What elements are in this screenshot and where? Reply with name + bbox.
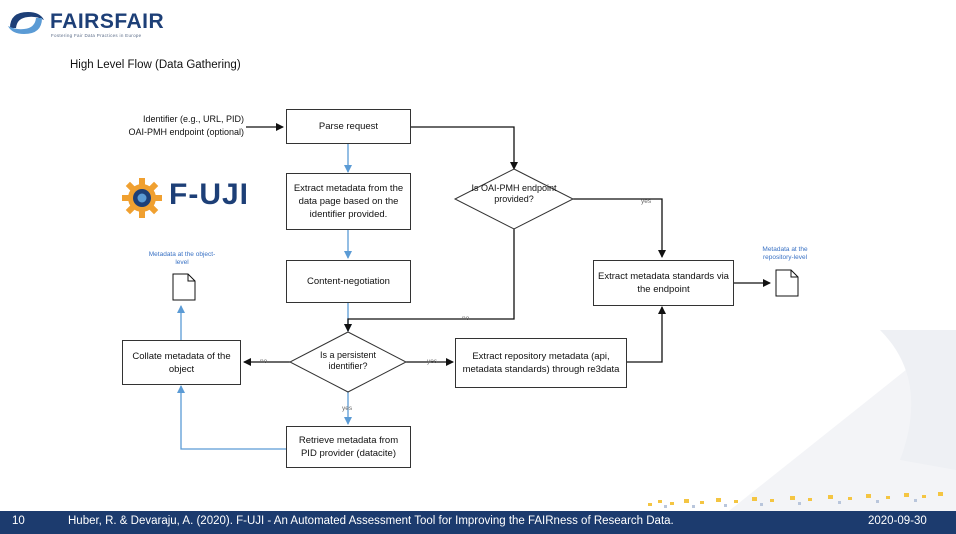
retrieve-pid-box: Retrieve metadata from PID provider (dat… bbox=[286, 426, 411, 468]
repository-level-label: Metadata at the repository-level bbox=[762, 246, 808, 261]
fuji-logo-text: F-UJI bbox=[169, 178, 249, 211]
object-level-label: Metadata at the object-level bbox=[148, 251, 216, 266]
oai-yes-label: yes bbox=[641, 198, 652, 205]
arrow-oai-yes bbox=[573, 198, 666, 258]
collate-metadata-box: Collate metadata of the object bbox=[122, 340, 241, 385]
oai-decision-label: Is OAI-PMH endpoint provided? bbox=[471, 183, 557, 204]
pid-yes-retrieve-label: yes bbox=[342, 405, 353, 412]
repository-level-document-icon bbox=[775, 269, 799, 297]
pid-decision-diamond bbox=[288, 331, 408, 393]
logo-tagline: Fostering Fair Data Practices in Europe bbox=[51, 33, 142, 38]
object-level-document-icon bbox=[172, 273, 196, 301]
logo-wordmark: FAIRSFAIR bbox=[50, 10, 165, 33]
pid-yes-repo-label: yes bbox=[427, 358, 438, 365]
oai-no-label: no bbox=[462, 315, 470, 322]
pid-no-label: no bbox=[260, 358, 268, 365]
dotted-decoration bbox=[648, 492, 943, 506]
input-label-oai: OAI-PMH endpoint (optional) bbox=[128, 127, 244, 137]
arrow-oai-no bbox=[344, 229, 515, 332]
fairsfair-logo-icon bbox=[8, 12, 44, 34]
parse-request-box: Parse request bbox=[286, 109, 411, 144]
arrow-retrieve-to-collate bbox=[177, 385, 286, 450]
gear-icon bbox=[122, 178, 162, 218]
arrow-parse-to-oai bbox=[411, 126, 518, 170]
page-number: 10 bbox=[12, 515, 25, 527]
pid-decision-label: Is a persistent identifier? bbox=[319, 350, 377, 371]
extract-standards-box: Extract metadata standards via the endpo… bbox=[593, 260, 734, 306]
fairsfair-logo: FAIRSFAIR Fostering Fair Data Practices … bbox=[6, 6, 196, 40]
content-negotiation-box: Content-negotiation bbox=[286, 260, 411, 303]
extract-metadata-page-box: Extract metadata from the data page base… bbox=[286, 173, 411, 230]
footer-bar: 10 Huber, R. & Devaraju, A. (2020). F-UJ… bbox=[0, 511, 956, 534]
input-label-identifier: Identifier (e.g., URL, PID) bbox=[142, 114, 244, 124]
page-title: High Level Flow (Data Gathering) bbox=[70, 59, 241, 71]
oai-decision-diamond bbox=[453, 168, 575, 230]
footer-date: 2020-09-30 bbox=[868, 515, 927, 527]
arrow-repo-to-standards bbox=[627, 306, 666, 363]
citation: Huber, R. & Devaraju, A. (2020). F-UJI -… bbox=[68, 515, 674, 527]
extract-repo-metadata-box: Extract repository metadata (api, metada… bbox=[455, 338, 627, 388]
